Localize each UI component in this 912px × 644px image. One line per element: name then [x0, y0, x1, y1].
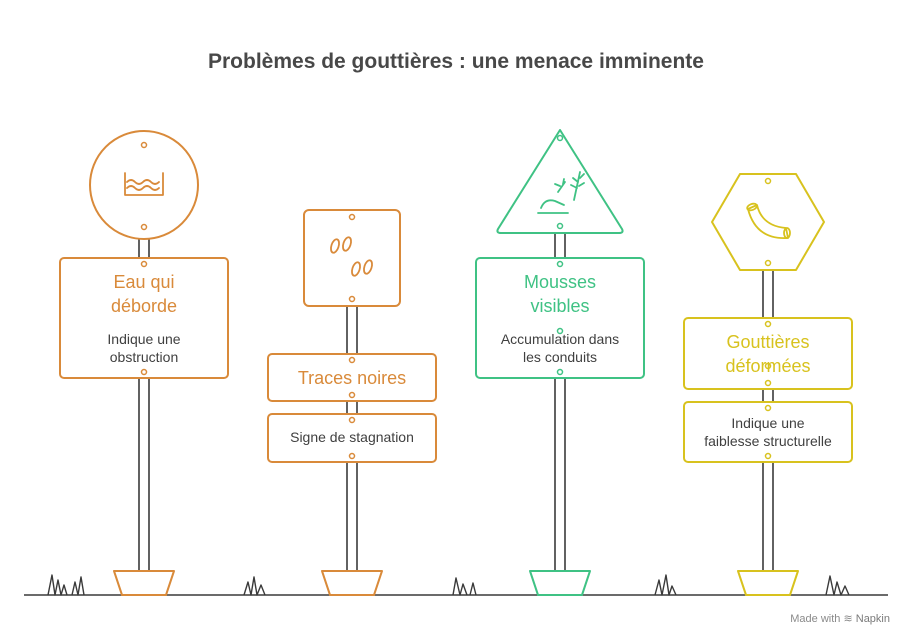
description-box [267, 413, 437, 463]
grass-tufts [47, 574, 850, 596]
stains-icon [330, 236, 373, 277]
sign-label-black-stains: Traces noires [297, 368, 407, 388]
pole-base [113, 570, 175, 596]
pole-base [737, 570, 799, 596]
sign-deformed-gutters [683, 173, 853, 596]
label-box [267, 353, 437, 402]
label-box [59, 257, 229, 379]
sign-description-overflowing-water: Indique une obstruction [107, 331, 181, 365]
footer-brand: Napkin [855, 613, 890, 625]
napkin-logo-icon: ≋ [843, 613, 853, 625]
label-box [683, 317, 853, 390]
square-sign [303, 209, 401, 307]
diagram-title: Problèmes de gouttières : une menace imm… [208, 50, 704, 73]
circle-sign [89, 130, 199, 240]
footer-made-with: Made with [790, 613, 841, 625]
moss-plant-icon [537, 171, 585, 214]
sign-visible-moss [475, 129, 645, 596]
sign-label-deformed-gutters: Gouttières déformées [725, 332, 811, 376]
sign-description-visible-moss: Accumulation dans les conduits [500, 331, 620, 365]
triangle-sign [496, 129, 624, 234]
made-with-napkin-footer: Made with ≋ Napkin [790, 612, 890, 625]
sign-description-deformed-gutters: Indique une faiblesse structurelle [704, 415, 832, 449]
pole-base [321, 570, 383, 596]
pole-base [529, 570, 591, 596]
water-level-icon [124, 172, 164, 196]
description-box [683, 401, 853, 463]
sign-black-stains [267, 209, 437, 596]
sign-description-black-stains: Signe de stagnation [290, 429, 414, 445]
sign-overflowing-water [59, 130, 229, 596]
label-box [475, 257, 645, 379]
sign-label-visible-moss: Mousses visibles [523, 272, 597, 316]
bent-pipe-icon [746, 202, 791, 239]
sign-label-overflowing-water: Eau qui déborde [110, 272, 178, 316]
